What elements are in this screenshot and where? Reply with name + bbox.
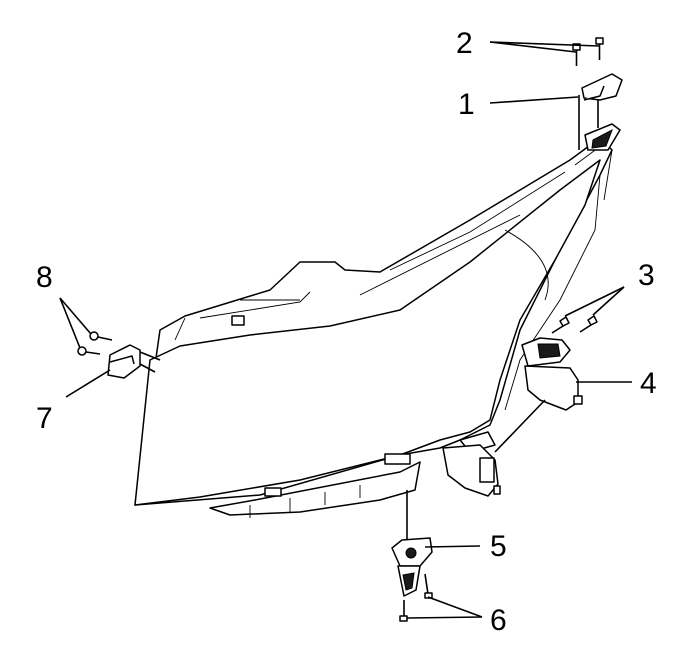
headlamp-lens	[134, 159, 601, 506]
lower-bolts	[399, 573, 433, 622]
callout-3: 3	[638, 259, 655, 292]
leader-lines	[59, 41, 632, 619]
callout-8: 8	[36, 261, 53, 294]
headlamp-lower-trim	[209, 461, 421, 516]
headlamp-assembly	[134, 137, 613, 518]
lower-mounting-bracket	[391, 490, 433, 597]
callout-1: 1	[458, 88, 475, 121]
callout-6: 6	[490, 604, 507, 637]
upper-mounting-bracket	[578, 73, 623, 151]
left-mounting-bracket	[107, 344, 161, 379]
callout-2: 2	[456, 27, 473, 60]
upper-bolts	[572, 37, 604, 66]
side-bolts	[551, 315, 598, 334]
callout-4: 4	[640, 367, 657, 400]
callout-5: 5	[490, 530, 507, 563]
side-mounting-bracket	[494, 337, 583, 453]
left-bolts	[77, 331, 113, 356]
lower-side-bracket	[442, 444, 501, 497]
callout-7: 7	[36, 402, 53, 435]
